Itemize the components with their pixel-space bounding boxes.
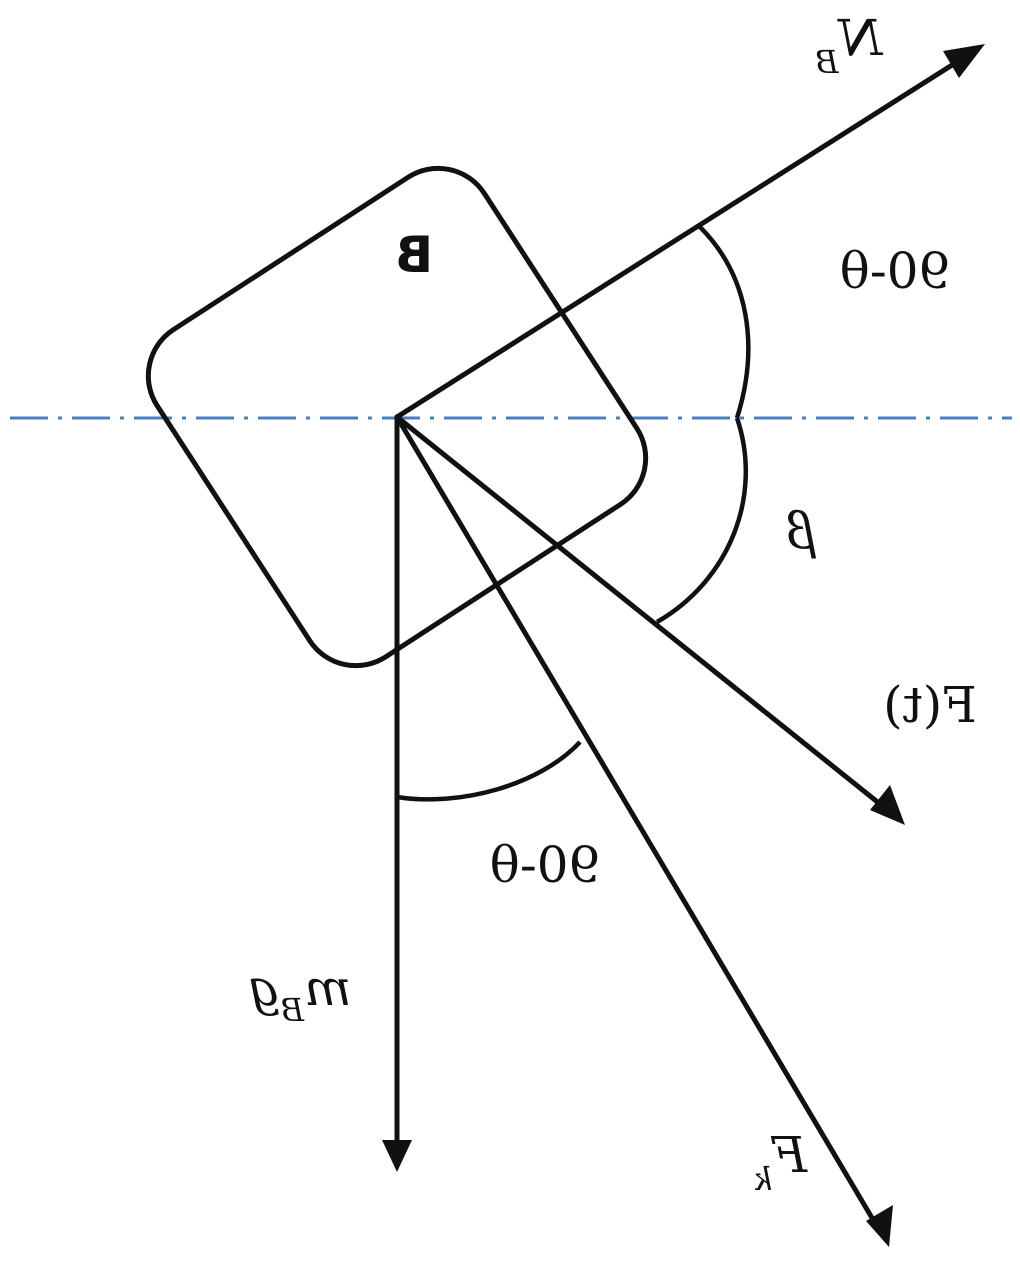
svg-text:NB: NB <box>815 9 883 81</box>
weight-g: g <box>249 959 281 1017</box>
weight-label: m <box>304 959 351 1017</box>
angle-label-upper: 90-θ <box>840 242 951 300</box>
friction-force-label: F <box>770 1126 808 1184</box>
angle-arc-upper <box>698 225 751 419</box>
normal-force-arrowhead <box>943 44 985 78</box>
angle-arc-beta <box>655 417 749 624</box>
friction-force-subscript: k <box>753 1160 772 1198</box>
normal-force-subscript: B <box>815 43 840 81</box>
applied-force-arrowhead <box>870 785 905 825</box>
svg-text:mBg: mBg <box>249 959 352 1029</box>
angle-label-beta: β <box>786 502 817 560</box>
angle-arc-lower <box>396 740 582 802</box>
applied-force-label: F(t) <box>883 676 977 734</box>
friction-force-arrow <box>394 414 881 1231</box>
weight-arrowhead <box>382 1140 412 1172</box>
normal-force-label: N <box>836 9 883 67</box>
friction-force-arrowhead <box>866 1205 893 1247</box>
block-label: B <box>395 226 433 284</box>
applied-force-arrow <box>394 414 888 811</box>
normal-force-arrow <box>394 57 963 420</box>
svg-text:Fk: Fk <box>753 1126 808 1198</box>
weight-subscript: B <box>281 991 306 1029</box>
angle-label-lower: 90-θ <box>490 836 601 894</box>
